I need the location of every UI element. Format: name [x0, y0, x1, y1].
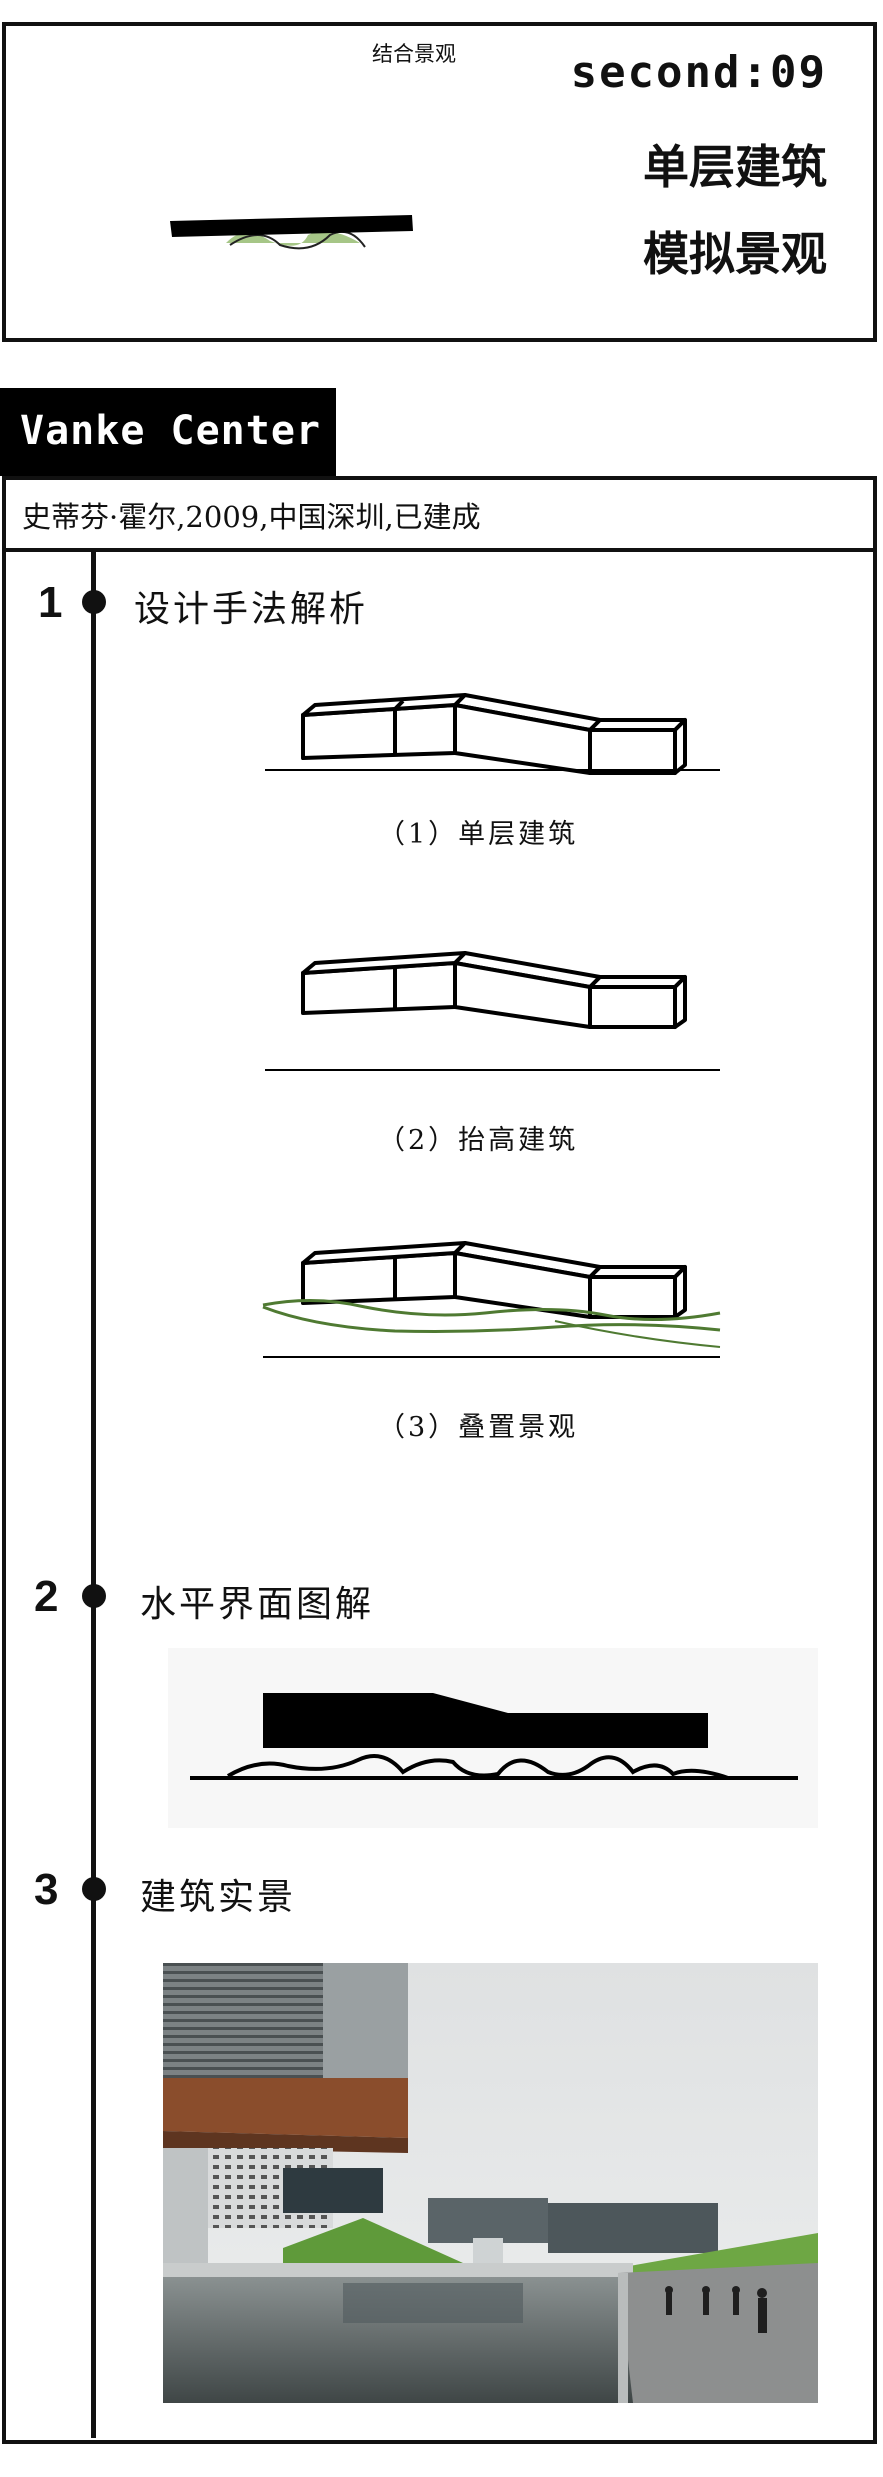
timeline-line	[91, 552, 96, 2438]
section-number-1: 1	[38, 578, 63, 627]
section-title-2: 水平界面图解	[140, 1584, 375, 1625]
caption-1-2: （2）抬高建筑	[378, 1125, 579, 1156]
project-info: 史蒂芬·霍尔,2009,中国深圳,已建成	[22, 500, 481, 534]
project-title: Vanke Center	[20, 408, 321, 454]
header-title-line1: 单层建筑	[643, 140, 827, 194]
building-photo	[163, 1963, 818, 2403]
section-number-3: 3	[34, 1865, 59, 1914]
diagram-raised-building	[265, 951, 720, 1071]
timeline-dot-1	[82, 590, 106, 614]
header-title-line2: 模拟景观	[643, 227, 827, 281]
timeline-dot-2	[82, 1584, 106, 1608]
diagram-stacked-landscape	[262, 1241, 721, 1358]
project-info-bar	[2, 476, 877, 552]
diagram-single-storey	[265, 693, 720, 775]
main-panel	[2, 548, 877, 2444]
horizontal-interface-diagram	[168, 1648, 818, 1828]
caption-1-3: （3）叠置景观	[378, 1412, 579, 1443]
sketch-label: 结合景观	[372, 42, 456, 66]
timeline-dot-3	[82, 1877, 106, 1901]
header-sketch-illustration	[170, 215, 413, 250]
series-number: second:09	[570, 47, 827, 98]
section-number-2: 2	[34, 1572, 59, 1621]
caption-1-1: （1）单层建筑	[378, 819, 579, 850]
project-title-tab	[0, 388, 336, 476]
section-title-1: 设计手法解析	[134, 589, 369, 630]
section-title-3: 建筑实景	[140, 1877, 297, 1918]
header-card	[2, 22, 877, 342]
